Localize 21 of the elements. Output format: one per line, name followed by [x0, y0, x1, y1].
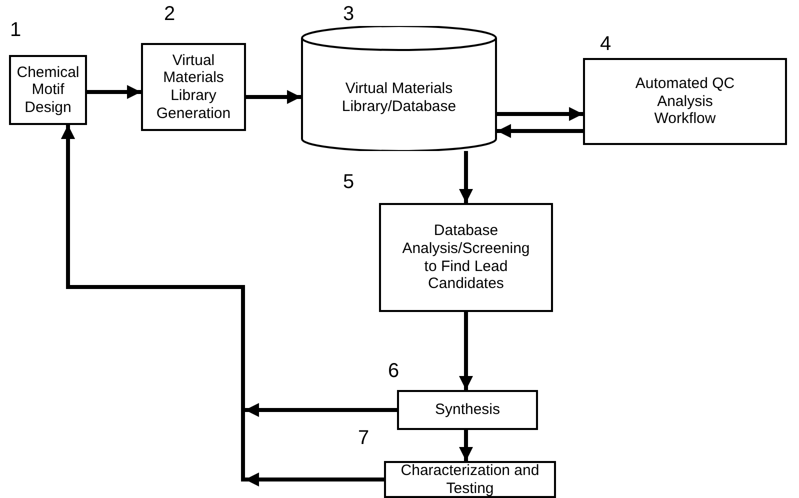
- step-number: 5: [343, 172, 354, 192]
- process-box: [379, 203, 553, 312]
- process-box: [384, 461, 556, 498]
- process-box: [9, 55, 87, 125]
- step-label: Virtual Materials Library Generation: [155, 52, 232, 122]
- step-number: 2: [164, 4, 176, 24]
- step-number: 1: [10, 20, 22, 40]
- database-cylinder: [301, 26, 497, 151]
- step-label: Virtual Materials Library/Database: [340, 80, 458, 116]
- process-box: [397, 390, 538, 430]
- step-label: Characterization and Testing: [400, 462, 540, 498]
- step-number: 4: [600, 34, 612, 54]
- step-label: Chemical Motif Design: [16, 64, 80, 116]
- step-number: 7: [358, 428, 370, 448]
- step-label: Automated QC Analysis Workflow: [634, 75, 736, 128]
- step-number: 3: [343, 4, 354, 24]
- step-number: 6: [388, 361, 400, 381]
- process-box: [583, 58, 787, 145]
- step-label: Synthesis: [434, 401, 500, 419]
- process-box: [141, 43, 246, 131]
- step-label: Database Analysis/Screening to Find Lead Candidates: [401, 222, 531, 293]
